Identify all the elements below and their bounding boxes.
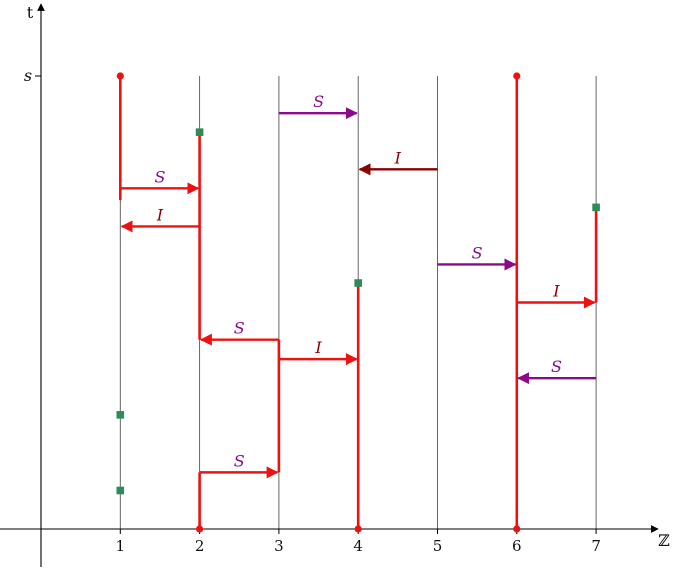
event-label-3: S xyxy=(313,92,324,111)
recovery-marker-4 xyxy=(116,411,125,419)
event-label-4: I xyxy=(394,148,402,167)
event-label-7: S xyxy=(234,319,245,338)
event-label-6: I xyxy=(552,282,560,301)
infection-dot-1 xyxy=(116,72,124,80)
infection-dot-5 xyxy=(513,525,521,533)
infection-dot-3 xyxy=(196,525,204,533)
recovery-marker-3 xyxy=(354,279,362,287)
x-tick-label-1: 1 xyxy=(116,537,126,555)
event-label-10: S xyxy=(234,451,245,470)
infection-dot-2 xyxy=(513,72,521,80)
event-label-8: I xyxy=(314,338,322,357)
s-level-label: s xyxy=(24,66,32,85)
labels: ℤ t s xyxy=(24,3,670,550)
markers xyxy=(116,72,600,533)
event-label-9: S xyxy=(551,357,562,376)
event-label-1: S xyxy=(154,167,165,186)
recovery-marker-1 xyxy=(195,128,204,136)
x-tick-label-7: 7 xyxy=(591,537,601,555)
infection-dot-4 xyxy=(354,525,362,533)
event-label-2: I xyxy=(156,205,164,224)
x-tick-label-5: 5 xyxy=(433,537,443,555)
recovery-marker-2 xyxy=(592,203,600,212)
x-tick-label-6: 6 xyxy=(512,537,522,555)
x-tick-label-2: 2 xyxy=(195,537,205,555)
infection-paths xyxy=(119,76,598,529)
x-tick-label-4: 4 xyxy=(353,537,363,555)
x-tick-label-3: 3 xyxy=(274,537,284,555)
axes: 1 2 3 4 5 6 7 xyxy=(0,3,659,567)
y-axis-label: t xyxy=(27,3,34,22)
recovery-marker-5 xyxy=(116,486,125,495)
event-label-5: S xyxy=(472,243,483,262)
x-axis-label: ℤ xyxy=(658,531,670,550)
